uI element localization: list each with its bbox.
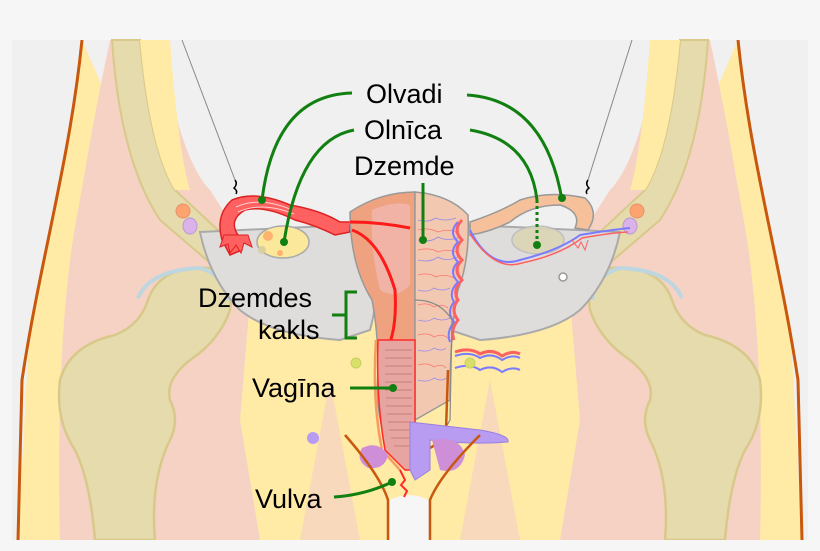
right-suspensory-hook: [585, 179, 591, 195]
right-fallopian-tube: [469, 193, 594, 236]
right-femur: [587, 266, 763, 542]
vaginal-vein-right: [454, 352, 521, 362]
vaginal-opening: [390, 495, 428, 540]
leader-olnica-left: [282, 128, 355, 243]
left-ovary-follicle-2: [277, 250, 283, 256]
vaginal-artery-right: [454, 348, 521, 358]
right-ureter-dot: [464, 357, 476, 369]
right-fimbriae: [571, 239, 589, 252]
label-leader-dots: [258, 194, 566, 486]
label-cervix-line1: Dzemdes: [198, 283, 312, 313]
right-adductor: [460, 380, 520, 540]
right-skin-outline: [736, 39, 804, 541]
right-ilium-fat: [630, 40, 680, 190]
left-suspensory-hook: [232, 179, 238, 195]
left-ovary-corpus: [258, 246, 266, 254]
uterine-artery-horizontal: [349, 220, 411, 230]
right-labium-line: [428, 434, 481, 540]
left-ureter-dot: [350, 357, 362, 369]
left-ilium-fat: [140, 40, 190, 190]
label-vagina: Vagīna: [252, 373, 337, 403]
clitoris-bulb-right: [432, 439, 465, 471]
leader-olnica-right: [469, 128, 539, 201]
label-vulva: Vulva: [255, 484, 323, 514]
left-nerve-dot: [307, 432, 319, 444]
urethra: [409, 421, 509, 481]
left-fimbriae: [219, 234, 253, 255]
left-labium-line: [344, 434, 390, 540]
leader-olvadi-left: [260, 91, 353, 201]
left-suspensory-line: [181, 39, 236, 181]
leader-vulva: [333, 480, 393, 499]
right-uterine-vein-wavy: [447, 221, 460, 343]
label-ovary: Olnīca: [364, 115, 443, 145]
right-ovarian-artery: [469, 231, 629, 266]
hymen-edge: [399, 469, 409, 498]
left-adductor: [300, 380, 360, 540]
left-lymph-node-purple: [182, 217, 198, 235]
left-femur: [57, 266, 233, 542]
left-skin-outline: [16, 39, 84, 541]
vaginal-rugae: [385, 349, 412, 447]
right-uterine-artery-wavy: [451, 218, 465, 341]
left-lymph-node-orange: [175, 203, 191, 219]
right-suspensory-line: [587, 39, 633, 181]
leader-olvadi-right: [466, 93, 564, 201]
left-ovary-follicle-1: [263, 231, 273, 241]
label-uterus: Dzemde: [354, 151, 455, 181]
right-ovarian-vein: [469, 227, 631, 263]
uterus-veins: [417, 217, 461, 382]
right-lymph-node-purple: [622, 217, 638, 235]
label-leaders: [260, 91, 564, 499]
vaginal-wall-left: [373, 339, 401, 471]
right-lymph-node-orange: [629, 203, 645, 219]
label-cervix-line2: kakls: [258, 315, 320, 345]
leader-cervix-bracket: [332, 290, 357, 340]
bottom-margin: [0, 540, 820, 551]
label-fallopian-tubes: Olvadi: [366, 79, 443, 109]
round-ligament-point: [558, 272, 568, 282]
